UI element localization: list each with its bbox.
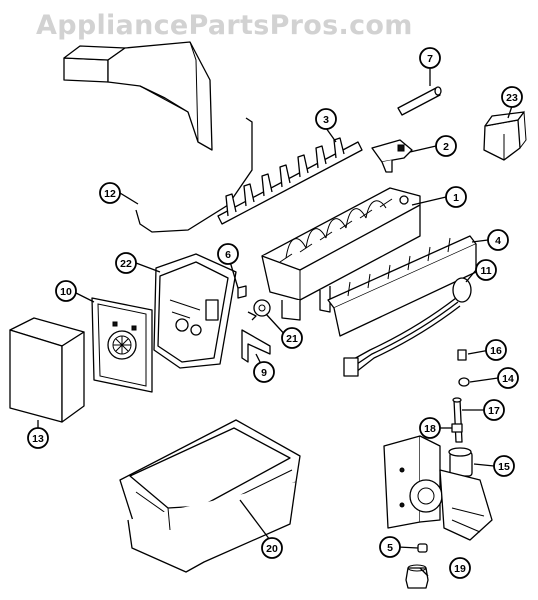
svg-text:5: 5: [387, 542, 393, 554]
part-12-wire-arm: [135, 117, 253, 233]
part-16-fitting: [457, 349, 467, 361]
svg-text:3: 3: [323, 114, 329, 126]
part-14-nut: [458, 377, 470, 387]
callout-3: 3: [315, 108, 337, 130]
callout-23: 23: [501, 86, 523, 108]
svg-text:16: 16: [490, 345, 502, 357]
part-10-front-cover: [91, 297, 153, 393]
callout-17: 17: [483, 399, 505, 421]
callout-5: 5: [379, 536, 401, 558]
callout-1: 1: [445, 186, 467, 208]
svg-text:18: 18: [424, 423, 436, 435]
callout-22: 22: [115, 252, 137, 274]
svg-text:1: 1: [453, 192, 459, 204]
svg-text:13: 13: [32, 433, 44, 445]
callout-13: 13: [27, 427, 49, 449]
callout-2: 2: [435, 135, 457, 157]
svg-text:17: 17: [488, 405, 500, 417]
callout-10: 10: [55, 280, 77, 302]
callout-12: 12: [99, 182, 121, 204]
part-21-ice-bin: [119, 419, 301, 573]
fill-chute-part: [63, 41, 213, 151]
svg-text:22: 22: [120, 258, 132, 270]
part-17-fill-tube: [452, 397, 463, 443]
part-19-nut: [405, 564, 429, 589]
callout-4: 4: [487, 229, 509, 251]
svg-text:4: 4: [495, 235, 501, 247]
callout-9: 9: [253, 361, 275, 383]
part-20-gear: [247, 299, 271, 321]
watermark-text: AppliancePartsPros.com: [36, 10, 413, 41]
svg-text:15: 15: [498, 461, 510, 473]
part-18-insert: [451, 423, 463, 433]
svg-text:19: 19: [454, 563, 466, 575]
leader-lines: [37, 68, 513, 577]
svg-text:10: 10: [60, 286, 72, 298]
part-5-ferrule: [417, 543, 428, 553]
part-7-tube: [397, 86, 442, 116]
part-11-wire-harness: [343, 277, 472, 377]
svg-text:11: 11: [480, 265, 491, 277]
callout-18: 18: [419, 417, 441, 439]
part-23-bin: [483, 110, 527, 161]
svg-text:6: 6: [225, 249, 231, 261]
svg-text:20: 20: [266, 543, 278, 555]
callout-11: 11: [475, 259, 497, 281]
callout-21: 20: [261, 537, 283, 559]
svg-text:7: 7: [427, 53, 433, 65]
callout-15: 15: [493, 455, 515, 477]
part-6-clip: [237, 285, 247, 299]
callout-6: 6: [217, 243, 239, 265]
part-9-bracket: [241, 329, 271, 363]
part-13-cover-box: [9, 317, 85, 423]
svg-text:2: 2: [443, 141, 449, 153]
svg-text:9: 9: [261, 367, 267, 379]
svg-text:23: 23: [506, 92, 518, 104]
callout-14: 14: [497, 367, 519, 389]
part-4-stripper: [327, 235, 477, 337]
svg-text:14: 14: [502, 373, 514, 385]
part-3-ejector-shaft: [217, 137, 363, 225]
part-15-water-valve: [383, 435, 493, 541]
part-2-thermostat: [371, 139, 413, 173]
callout-19: 19: [449, 557, 471, 579]
svg-text:21: 21: [286, 333, 298, 345]
part-1-ice-mold: [261, 187, 421, 321]
callout-16: 16: [485, 339, 507, 361]
callout-20: 21: [281, 327, 303, 349]
callout-7: 7: [419, 47, 441, 69]
part-22-control-module: [153, 253, 237, 369]
svg-text:12: 12: [104, 188, 116, 200]
